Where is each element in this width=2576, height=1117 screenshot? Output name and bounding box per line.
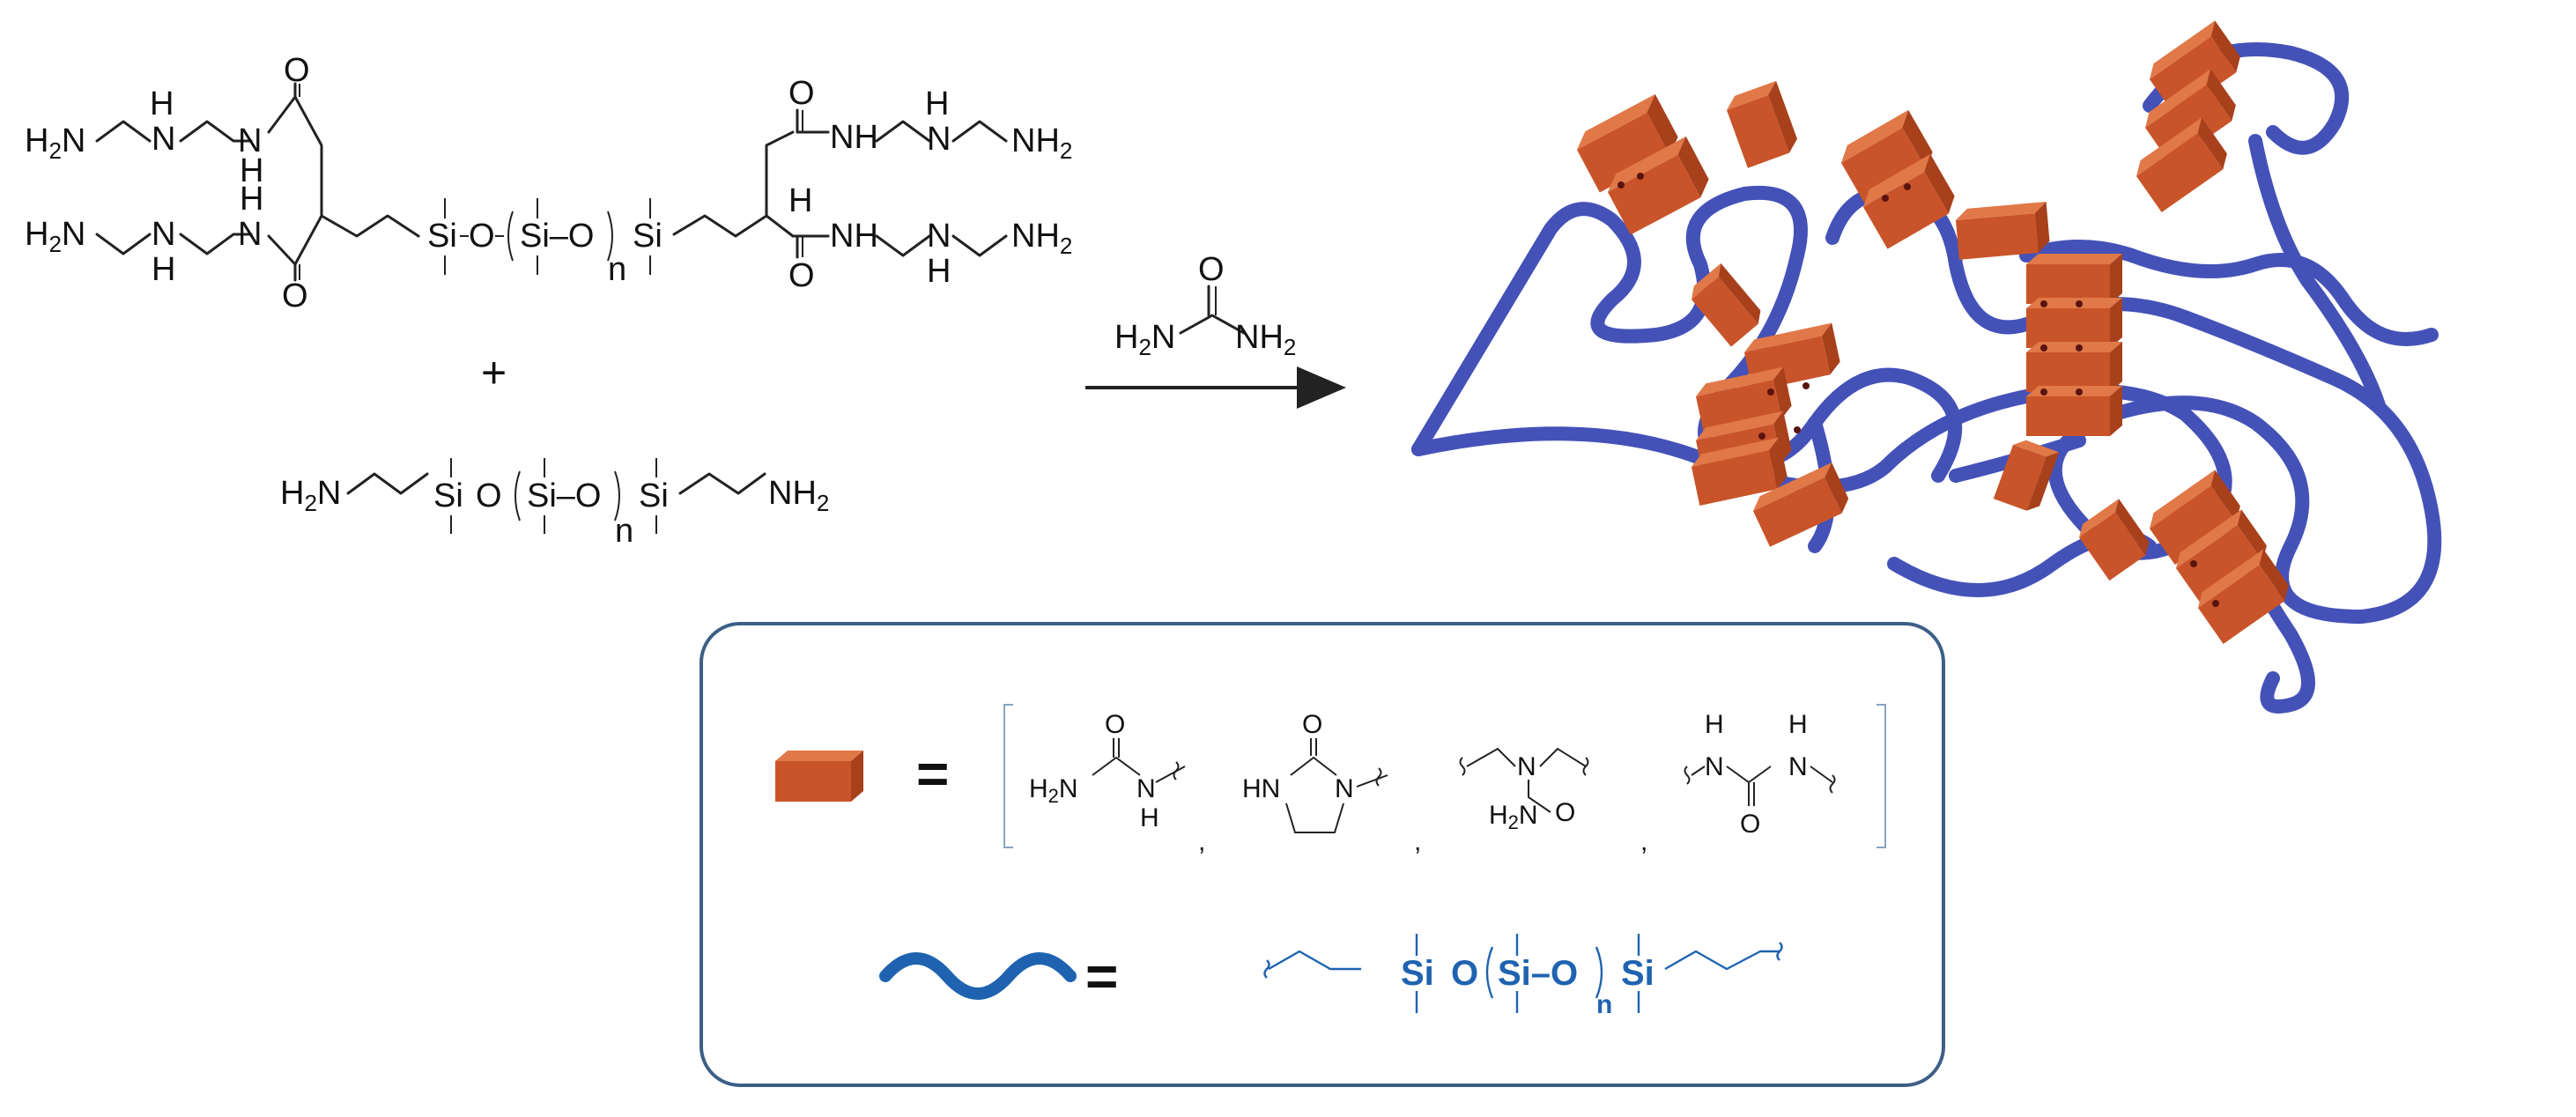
label-n-repeat: n [608,251,626,288]
label-n: N [1788,752,1808,781]
hydrogen-bond-dots [1617,173,2219,607]
label-si: Si [633,218,663,255]
label-h2n: H2N [1029,774,1078,807]
label-h: H [1705,710,1724,739]
label-nh2: NH2 [1235,319,1296,360]
label-h2n-bottom-left: H2N [25,216,85,257]
label-h: H [1140,803,1159,832]
label-o: O [788,75,815,112]
label-h: H [1788,710,1808,739]
urea-end-group: O H2N N H , [1029,710,1205,856]
label-o: O [469,218,495,255]
comma: , [1198,827,1205,856]
label-si: Si [639,477,669,514]
label-n: N [152,121,175,158]
polymer-wave-icon [879,952,1077,1000]
label-o: O [1198,251,1225,288]
label-si: Si [433,477,463,514]
left-bracket [1003,704,1013,848]
label-o: O [1105,710,1125,739]
label-n: N [238,122,262,159]
label-nh2: NH2 [768,475,829,516]
n-substituted-urea-group: N H2N O , [1459,747,1647,856]
label-o: O [1302,710,1322,739]
label-si: Si [1621,954,1654,993]
label-n: N [927,121,951,158]
label-o: O [284,52,310,89]
label-n: N [152,216,175,253]
hard-segment-block-icon [775,751,863,802]
label-h: H [927,253,951,290]
label-si-o: Si–O [1498,954,1578,993]
label-o: O [1451,954,1478,993]
urea-reagent: O H2N NH2 [1114,251,1296,360]
label-n: N [1705,752,1724,781]
amine-functional-siloxane: H2N H N N H O H2N N H H N O Si O Si–O n … [25,52,1072,314]
label-n-repeat: n [615,513,633,550]
label-nh2-top-right: NH2 [1011,122,1072,164]
supramolecular-network-illustration [1411,20,2442,714]
label-nh: NH [830,218,878,255]
disubstituted-urea-group: H N O H N [1684,710,1836,839]
label-h2n: H2N [280,475,341,516]
plus-sign: + [481,348,507,397]
label-o: O [476,477,502,514]
siloxane-segment-definition: Si O Si–O n Si [1263,934,1783,1019]
label-n: N [238,216,262,253]
hard-segment-blocks [1577,20,2289,644]
label-n: N [1136,774,1156,803]
label-o: O [788,257,815,294]
label-h2n: H2N [1114,319,1175,360]
equals-sign: = [1085,944,1118,1008]
aminopropyl-siloxane: H2N Si O Si–O n Si NH2 [280,458,829,550]
label-si: Si [427,218,457,255]
label-h: H [152,251,175,288]
label-h: H [150,85,174,122]
right-bracket [1876,704,1886,848]
label-h2n: H2N [1489,801,1538,833]
label-n: N [1335,774,1354,803]
label-h: H [788,182,812,219]
cyclic-urea-group: O HN N , [1242,710,1421,856]
label-h: H [240,152,263,189]
label-o: O [282,277,308,314]
label-n: N [1517,752,1536,781]
comma: , [1640,827,1647,856]
label-si-o: Si–O [527,477,601,514]
comma: , [1414,827,1421,856]
label-n: N [927,218,951,255]
label-si: Si [1401,954,1434,993]
label-o: O [1740,810,1760,839]
label-h: H [925,85,949,122]
label-h2n-top-left: H2N [25,122,85,164]
label-n-repeat: n [1596,990,1612,1019]
label-h: H [240,181,263,218]
legend-box [700,622,1945,1087]
label-o: O [1555,798,1575,827]
equals-sign: = [916,742,949,805]
label-si-o: Si–O [520,218,594,255]
label-nh: NH [830,119,878,156]
label-hn: HN [1242,774,1280,803]
label-nh2-bottom-right: NH2 [1011,218,1072,259]
